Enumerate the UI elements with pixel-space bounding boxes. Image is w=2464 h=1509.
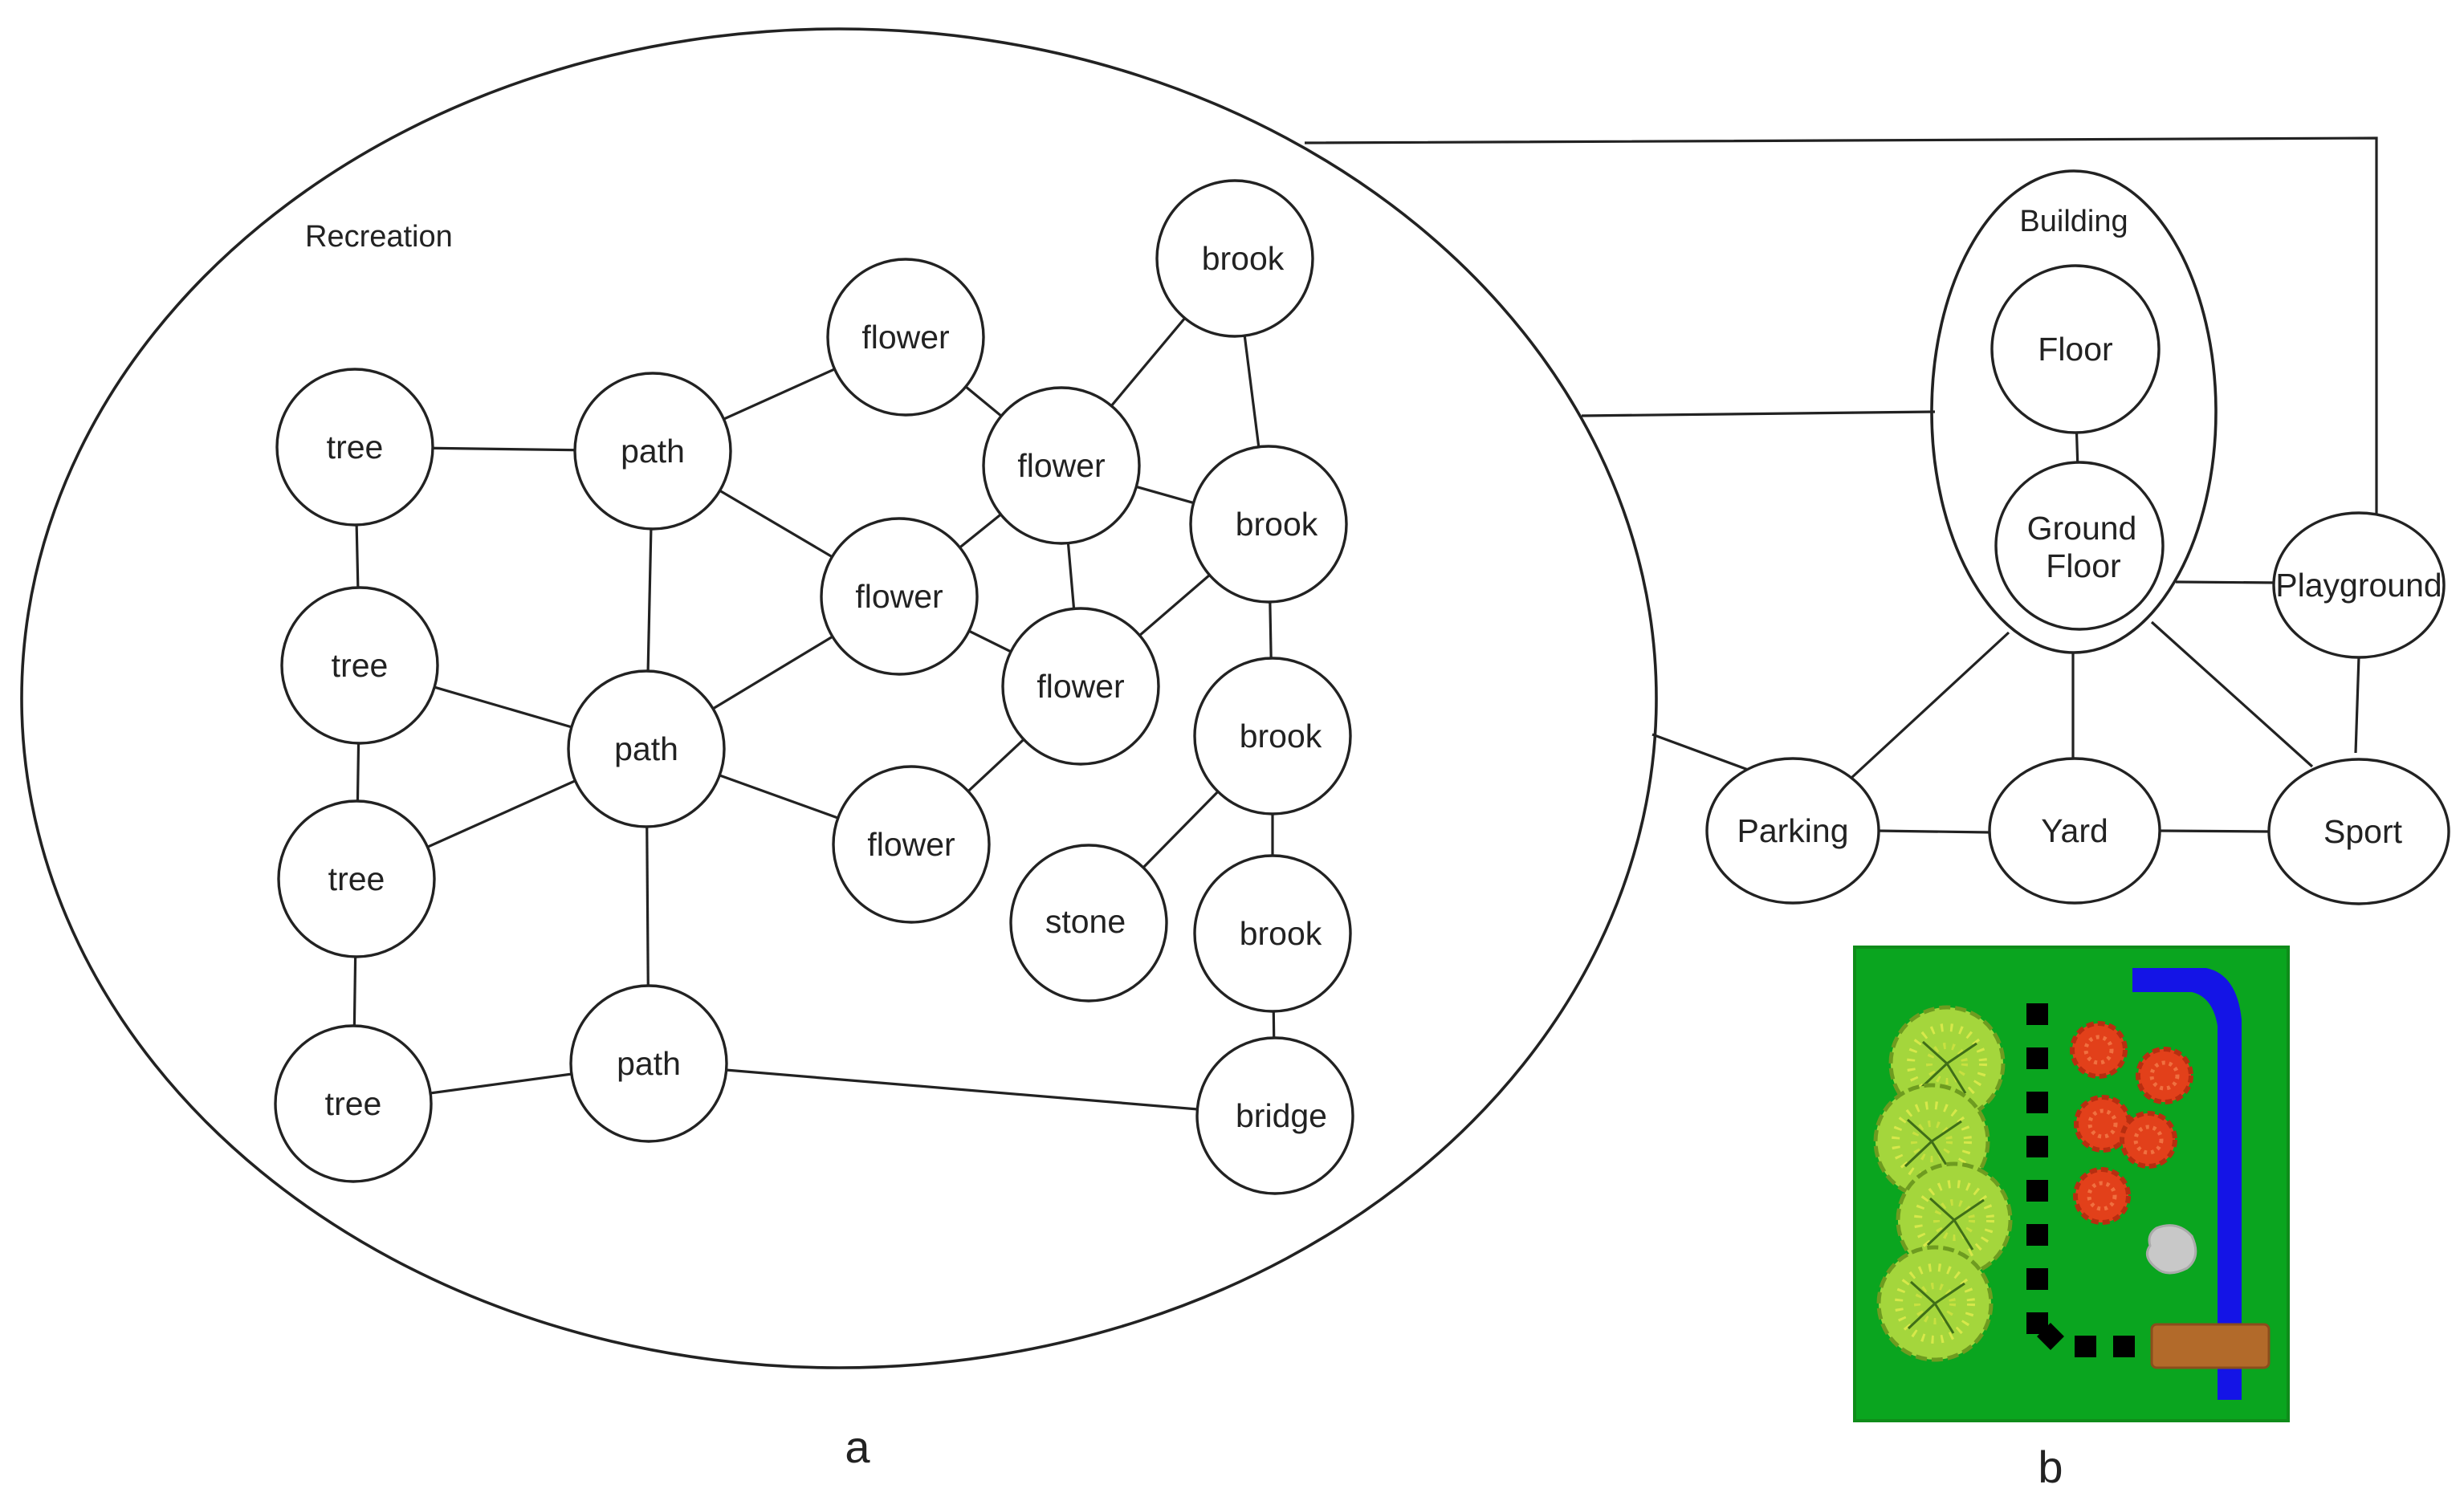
node-brook-2: brook bbox=[1189, 445, 1348, 604]
node-path-3: path bbox=[569, 984, 728, 1143]
svg-text:bridge: bridge bbox=[1236, 1097, 1327, 1134]
node-playground: Playground bbox=[2272, 511, 2446, 659]
recreation-ellipse bbox=[20, 27, 1658, 1369]
node-path-2: path bbox=[567, 669, 726, 828]
map-flower-1 bbox=[2070, 1021, 2128, 1079]
svg-text:Ground: Ground bbox=[2027, 510, 2137, 547]
node-flower-2: flower bbox=[982, 386, 1141, 545]
svg-text:path: path bbox=[614, 730, 678, 767]
path-dot-4 bbox=[2026, 1136, 2048, 1157]
svg-text:flower: flower bbox=[855, 578, 943, 615]
map-panel bbox=[1853, 946, 2290, 1422]
map-tree-4 bbox=[1876, 1245, 1994, 1362]
svg-text:flower: flower bbox=[861, 319, 949, 356]
path-dot-2 bbox=[2026, 1047, 2048, 1069]
svg-text:flower: flower bbox=[867, 826, 955, 863]
node-floor: Floor bbox=[1990, 264, 2161, 434]
building-group: Building Floor Ground Floor bbox=[1930, 169, 2218, 654]
building-ellipse bbox=[1930, 169, 2218, 654]
recreation-label: Recreation bbox=[305, 220, 453, 254]
campus-edges bbox=[1304, 136, 2378, 834]
recreation-nodes: tree tree tree tree path path bbox=[274, 179, 1354, 1195]
svg-text:Floor: Floor bbox=[2046, 547, 2120, 584]
path-dot-9 bbox=[2037, 1323, 2064, 1350]
svg-text:tree: tree bbox=[332, 647, 389, 684]
node-flower-3: flower bbox=[820, 517, 979, 676]
path-dot-10 bbox=[2075, 1336, 2096, 1357]
svg-text:path: path bbox=[621, 433, 685, 470]
edge-recreation-playground bbox=[1304, 136, 2378, 514]
svg-text:Yard: Yard bbox=[2041, 812, 2108, 849]
node-flower-1: flower bbox=[826, 258, 985, 417]
node-stone: stone bbox=[1009, 844, 1168, 1003]
svg-text:stone: stone bbox=[1045, 903, 1126, 940]
path-dot-6 bbox=[2026, 1224, 2048, 1246]
path-dot-1 bbox=[2026, 1003, 2048, 1025]
edge-building-parking bbox=[1849, 631, 2010, 780]
campus-nodes: Playground Parking Yard Sport bbox=[1705, 511, 2450, 905]
edge-yard-sport bbox=[2157, 829, 2270, 833]
node-bridge: bridge bbox=[1195, 1036, 1354, 1195]
svg-text:flower: flower bbox=[1037, 668, 1124, 705]
node-tree-4: tree bbox=[274, 1024, 433, 1183]
node-parking: Parking bbox=[1705, 757, 1880, 905]
svg-text:brook: brook bbox=[1240, 915, 1322, 952]
node-flower-4: flower bbox=[1001, 607, 1160, 766]
node-tree-1: tree bbox=[275, 368, 434, 527]
map-flower-2 bbox=[2136, 1047, 2193, 1104]
trees bbox=[1873, 1005, 2013, 1362]
svg-text:path: path bbox=[617, 1045, 681, 1082]
node-ground-floor: Ground Floor bbox=[1994, 461, 2165, 631]
svg-text:tree: tree bbox=[325, 1085, 382, 1122]
node-yard: Yard bbox=[1988, 757, 2161, 905]
building-label: Building bbox=[2019, 205, 2128, 238]
path-dot-5 bbox=[2026, 1180, 2048, 1202]
flowers bbox=[2070, 1021, 2193, 1225]
node-tree-2: tree bbox=[280, 586, 439, 745]
edge-recreation-building bbox=[1581, 410, 1936, 417]
svg-text:Parking: Parking bbox=[1737, 812, 1848, 849]
node-brook-1: brook bbox=[1155, 179, 1314, 338]
path-dot-11 bbox=[2113, 1336, 2135, 1357]
node-tree-3: tree bbox=[277, 799, 436, 958]
svg-text:Sport: Sport bbox=[2323, 813, 2403, 850]
node-path-1: path bbox=[573, 372, 732, 531]
svg-text:Floor: Floor bbox=[2038, 331, 2112, 368]
svg-text:Playground: Playground bbox=[2275, 567, 2442, 604]
panel-a-label: a bbox=[845, 1422, 870, 1472]
edge-parking-yard bbox=[1875, 829, 1990, 834]
edge-playground-sport bbox=[2354, 656, 2360, 754]
node-brook-4: brook bbox=[1193, 854, 1352, 1013]
path-dots bbox=[2026, 1003, 2135, 1357]
map-flower-5 bbox=[2073, 1167, 2131, 1225]
recreation-group: Recreation bbox=[20, 27, 1658, 1369]
node-sport: Sport bbox=[2267, 758, 2450, 905]
svg-text:flower: flower bbox=[1017, 447, 1105, 484]
node-brook-3: brook bbox=[1193, 657, 1352, 816]
svg-text:brook: brook bbox=[1240, 718, 1322, 754]
path-dot-3 bbox=[2026, 1092, 2048, 1113]
edge-groundfloor-playground bbox=[2175, 580, 2279, 584]
edge-recreation-parking bbox=[1651, 733, 1751, 772]
path-dot-7 bbox=[2026, 1268, 2048, 1290]
edge-building-sport bbox=[2150, 620, 2314, 768]
node-flower-5: flower bbox=[832, 765, 991, 924]
svg-text:tree: tree bbox=[327, 429, 384, 466]
map-flower-4 bbox=[2120, 1111, 2177, 1169]
map-bridge bbox=[2150, 1323, 2271, 1369]
svg-text:tree: tree bbox=[328, 860, 385, 897]
svg-text:brook: brook bbox=[1202, 240, 1285, 277]
svg-text:brook: brook bbox=[1236, 506, 1318, 543]
edge-path3-bridge bbox=[648, 1062, 1276, 1117]
map-stone bbox=[2145, 1224, 2197, 1275]
panel-b-label: b bbox=[2038, 1442, 2063, 1492]
